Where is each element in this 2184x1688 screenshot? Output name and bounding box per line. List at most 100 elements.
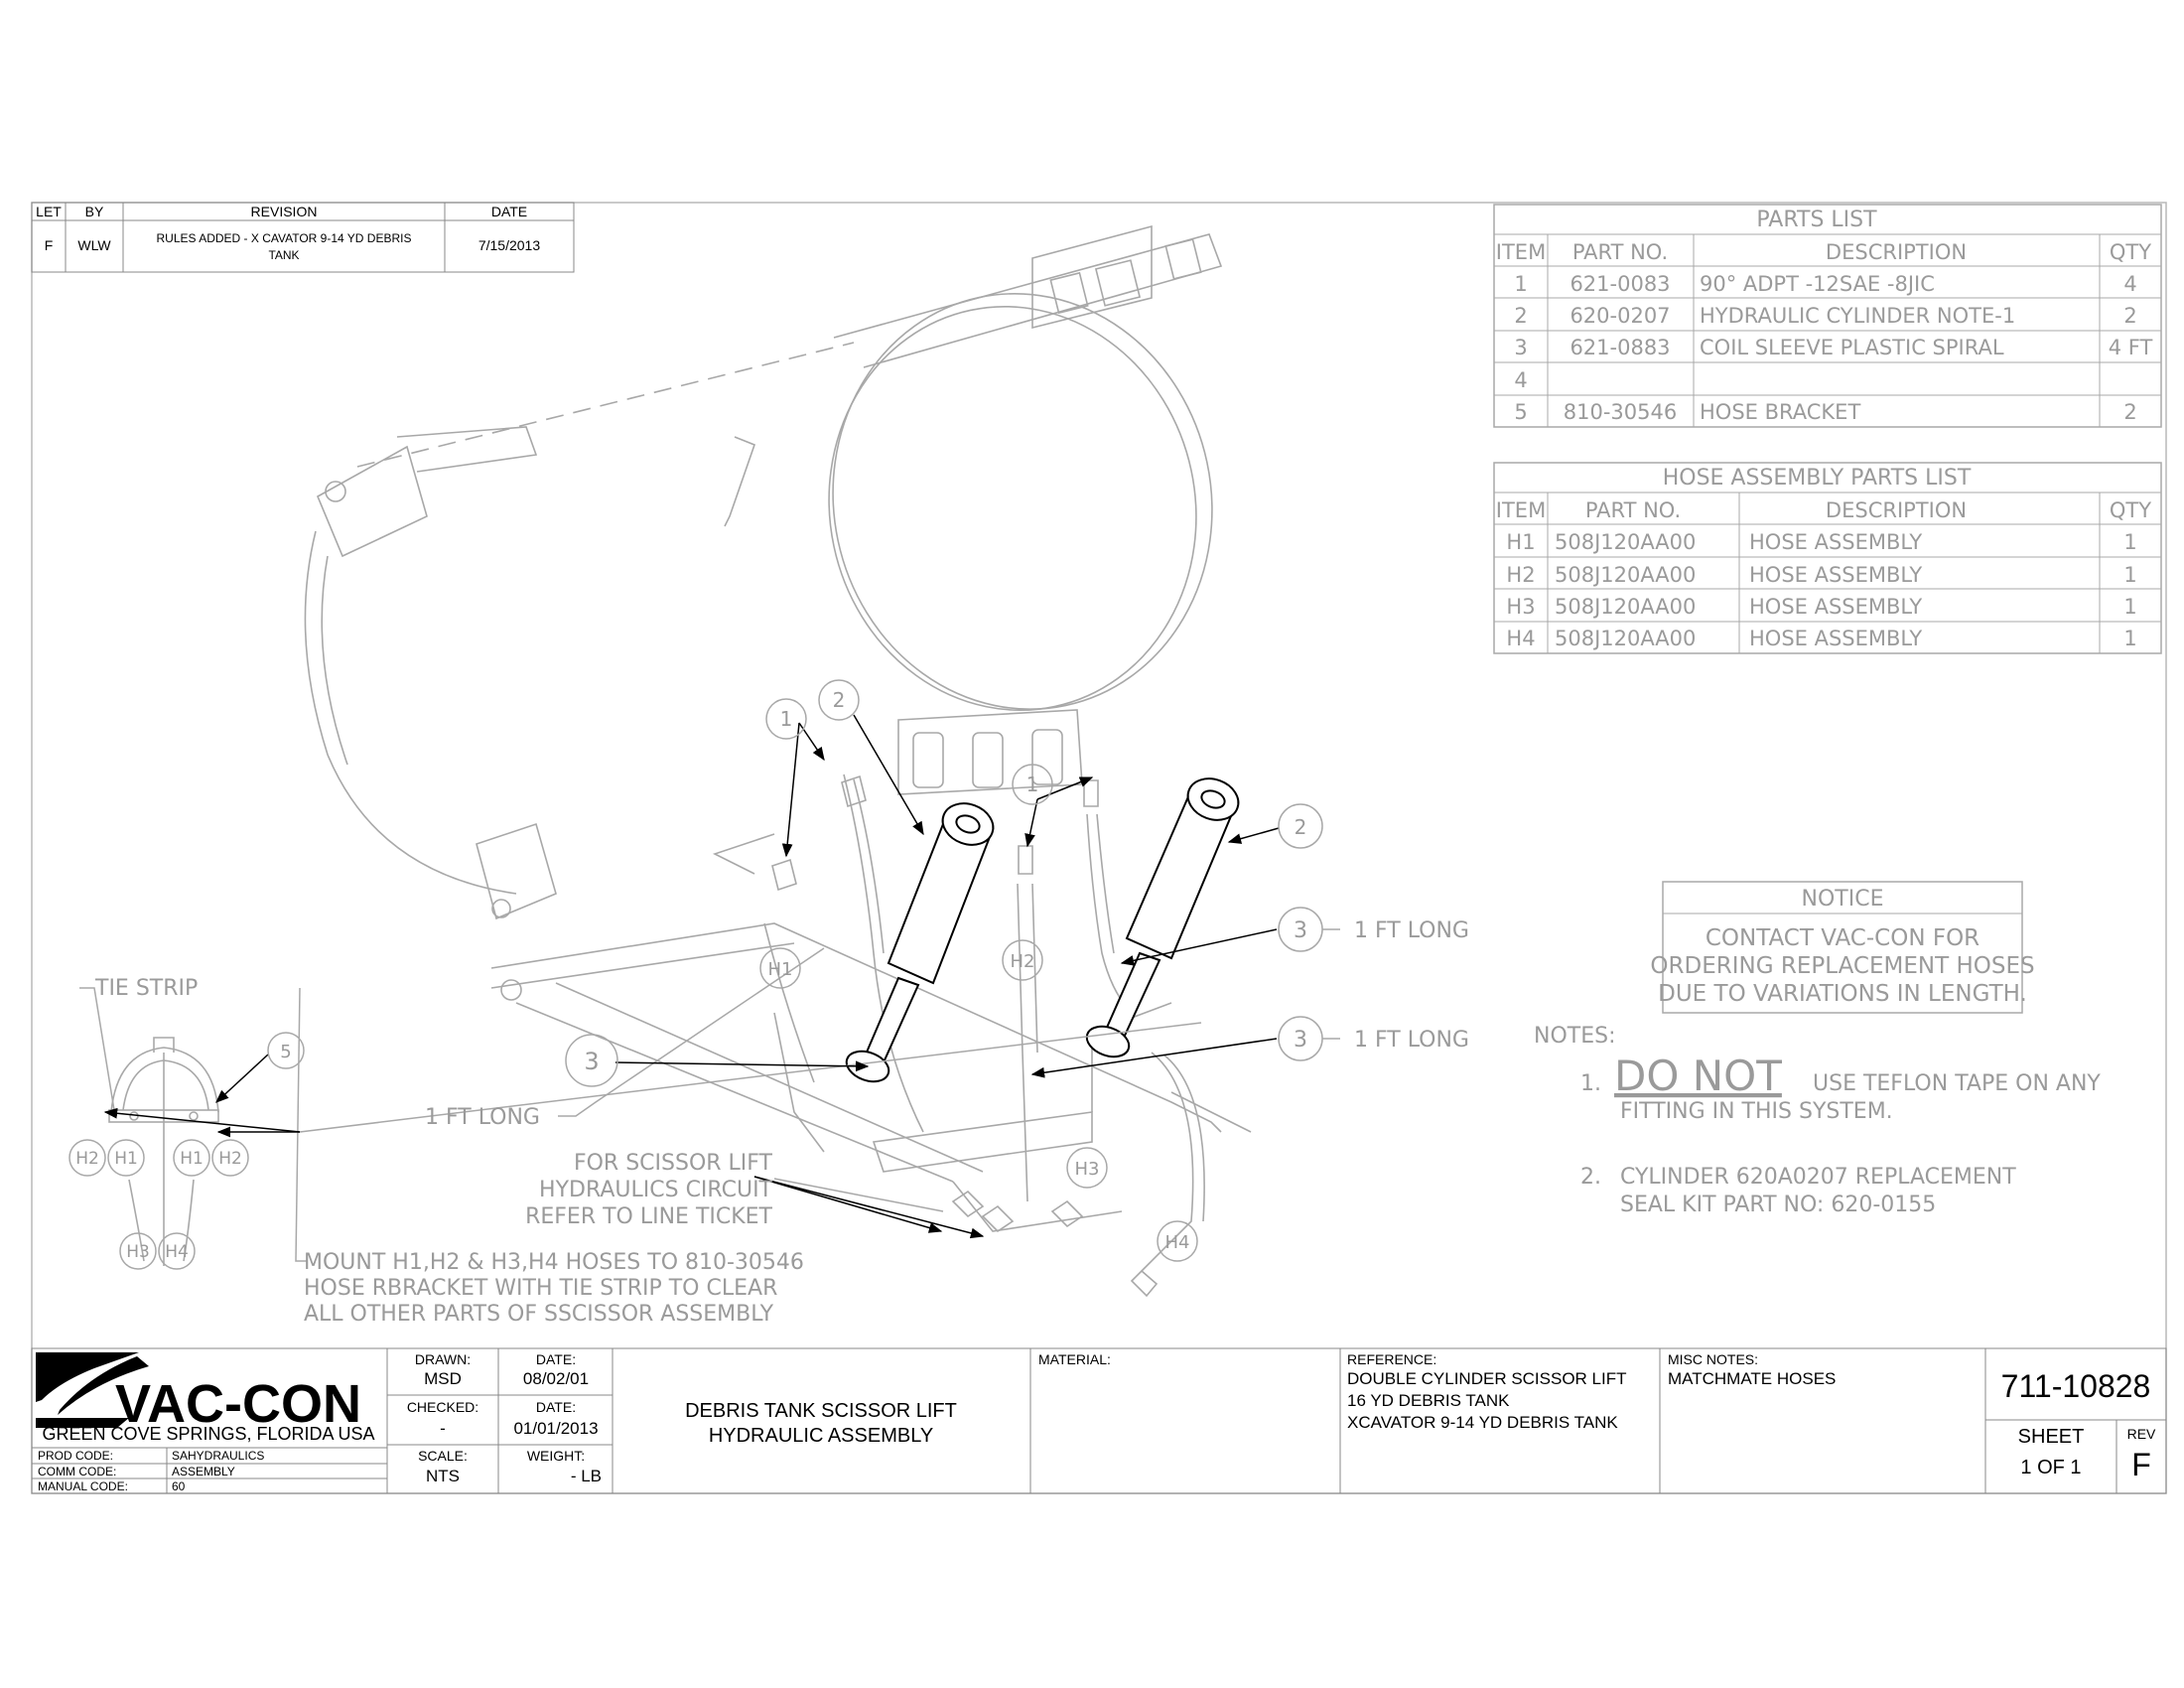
drawn-value: MSD xyxy=(424,1369,462,1388)
detail-label-h1-right: H1 xyxy=(180,1149,204,1169)
notes-heading: NOTES: xyxy=(1534,1024,1616,1049)
hose-row4-partno: 508J120AA00 xyxy=(1555,627,1696,650)
notes-block: NOTES: 1. DO NOT USE TEFLON TAPE ON ANY … xyxy=(1534,1024,2101,1217)
rev-let: F xyxy=(45,237,54,253)
callout-texts: 1 FT LONG 1 FT LONG 1 FT LONG TIE STRIP … xyxy=(94,918,1469,1327)
hose-row4-item: H4 xyxy=(1506,627,1535,650)
parts-row1-qty: 4 xyxy=(2123,272,2136,296)
parts-row2-partno: 620-0207 xyxy=(1570,304,1670,328)
callout-1ft-long-lower: 1 FT LONG xyxy=(1354,1028,1469,1053)
rev-header-revision: REVISION xyxy=(251,204,318,219)
detail-label-h4: H4 xyxy=(165,1242,189,1262)
hose-row2-desc: HOSE ASSEMBLY xyxy=(1749,563,1922,587)
sheet-label: SHEET xyxy=(2018,1426,2085,1448)
balloon-detail-h2-left xyxy=(68,1139,106,1177)
title-block: VAC-CON GREEN COVE SPRINGS, FLORIDA USA … xyxy=(31,1347,2167,1494)
balloon-h3 xyxy=(1066,1147,1108,1189)
scale-value: NTS xyxy=(426,1467,460,1485)
hose-row3-item: H3 xyxy=(1506,595,1535,619)
callout-mount-line1: MOUNT H1,H2 & H3,H4 HOSES TO 810-30546 xyxy=(304,1250,804,1275)
parts-hdr-partno: PART NO. xyxy=(1572,240,1668,264)
callout-tie-strip: TIE STRIP xyxy=(94,976,198,1001)
hose-list-table: HOSE ASSEMBLY PARTS LIST ITEM PART NO. D… xyxy=(1493,462,2162,654)
misc-notes-label: MISC NOTES: xyxy=(1668,1351,1758,1367)
parts-row3-desc: COIL SLEEVE PLASTIC SPIRAL xyxy=(1700,336,2004,359)
hose-list-title: HOSE ASSEMBLY PARTS LIST xyxy=(1663,466,1972,491)
hose-row2-item: H2 xyxy=(1506,563,1535,587)
date1-label: DATE: xyxy=(536,1351,576,1367)
hose-hdr-partno: PART NO. xyxy=(1585,498,1681,522)
parts-hdr-qty: QTY xyxy=(2110,240,2151,264)
hose-row4-desc: HOSE ASSEMBLY xyxy=(1749,627,1922,650)
hose-row3-desc: HOSE ASSEMBLY xyxy=(1749,595,1922,619)
parts-row2-qty: 2 xyxy=(2123,304,2136,328)
hose-row1-item: H1 xyxy=(1506,530,1535,554)
checked-label: CHECKED: xyxy=(407,1399,478,1415)
note2-line2: SEAL KIT PART NO: 620-0155 xyxy=(1620,1193,1936,1217)
drawing-title-line2: HYDRAULIC ASSEMBLY xyxy=(709,1425,933,1447)
hose-row1-partno: 508J120AA00 xyxy=(1555,530,1696,554)
hose-row3-partno: 508J120AA00 xyxy=(1555,595,1696,619)
revision-block: LET BY REVISION DATE F WLW RULES ADDED -… xyxy=(31,202,575,273)
callout-mount-line3: ALL OTHER PARTS OF SSCISSOR ASSEMBLY xyxy=(304,1302,774,1327)
parts-row5-partno: 810-30546 xyxy=(1564,400,1677,424)
hose-row4-qty: 1 xyxy=(2123,627,2136,650)
balloon-item-3-left xyxy=(565,1034,618,1087)
drawing-title-line1: DEBRIS TANK SCISSOR LIFT xyxy=(685,1400,957,1422)
note1-emphasis: DO NOT xyxy=(1614,1052,1782,1100)
drawn-label: DRAWN: xyxy=(415,1351,471,1367)
balloon-labels: 1 2 1 2 3 3 3 5 H1 H2 H3 H4 H2 H1 H1 H2 … xyxy=(75,688,1307,1262)
rev-by: WLW xyxy=(77,237,111,253)
drawing-number: 711-10828 xyxy=(2001,1368,2151,1404)
company-location: GREEN COVE SPRINGS, FLORIDA USA xyxy=(42,1424,374,1444)
comm-code-label: COMM CODE: xyxy=(38,1465,116,1478)
parts-row1-partno: 621-0083 xyxy=(1570,272,1670,296)
balloon-h4 xyxy=(1157,1220,1198,1262)
note1-line2: FITTING IN THIS SYSTEM. xyxy=(1620,1099,1893,1124)
detail-label-h3: H3 xyxy=(126,1242,150,1262)
hose-row1-desc: HOSE ASSEMBLY xyxy=(1749,530,1922,554)
balloon-item-3-lower xyxy=(1278,1016,1323,1061)
balloon-item-5 xyxy=(267,1032,305,1069)
rev-header-let: LET xyxy=(36,204,62,219)
parts-list-table: PARTS LIST ITEM PART NO. DESCRIPTION QTY… xyxy=(1493,204,2162,428)
parts-row2-item: 2 xyxy=(1514,304,1527,328)
parts-row3-item: 3 xyxy=(1514,336,1527,359)
parts-row5-item: 5 xyxy=(1514,400,1527,424)
detail-label-h1-left: H1 xyxy=(114,1149,138,1169)
balloon-label-h4: H4 xyxy=(1165,1232,1190,1253)
parts-row3-partno: 621-0883 xyxy=(1570,336,1670,359)
logo-text: VAC-CON xyxy=(115,1374,361,1434)
note1-text: USE TEFLON TAPE ON ANY xyxy=(1813,1071,2101,1096)
comm-code-value: ASSEMBLY xyxy=(172,1465,235,1478)
rev-desc-line2: TANK xyxy=(268,248,299,262)
hose-row1-qty: 1 xyxy=(2123,530,2136,554)
callout-1ft-long-left: 1 FT LONG xyxy=(425,1105,540,1130)
callout-scissor-line1: FOR SCISSOR LIFT xyxy=(574,1151,773,1176)
detail-label-h2-left: H2 xyxy=(75,1149,99,1169)
misc-notes-value: MATCHMATE HOSES xyxy=(1668,1369,1836,1388)
parts-list-title: PARTS LIST xyxy=(1756,208,1877,232)
parts-row4-item: 4 xyxy=(1514,368,1527,392)
balloon-label-2-left: 2 xyxy=(833,688,846,712)
scale-label: SCALE: xyxy=(418,1448,468,1464)
parts-row3-qty: 4 FT xyxy=(2109,336,2153,359)
balloon-detail-h2-right xyxy=(211,1139,249,1177)
balloon-detail-h1-left xyxy=(107,1139,145,1177)
vac-con-logo: VAC-CON xyxy=(36,1352,361,1434)
reference-label: REFERENCE: xyxy=(1347,1351,1436,1367)
checked-value: - xyxy=(440,1419,446,1438)
balloon-detail-h3 xyxy=(119,1232,157,1270)
prod-code-value: SAHYDRAULICS xyxy=(172,1449,264,1463)
date2-label: DATE: xyxy=(536,1399,576,1415)
notice-box: NOTICE CONTACT VAC-CON FOR ORDERING REPL… xyxy=(1650,881,2035,1014)
balloon-item-1-left xyxy=(765,698,807,740)
callout-scissor-line3: REFER TO LINE TICKET xyxy=(525,1204,772,1229)
balloon-h1 xyxy=(759,947,801,989)
notice-line2: ORDERING REPLACEMENT HOSES xyxy=(1650,953,2034,979)
reference-line3: XCAVATOR 9-14 YD DEBRIS TANK xyxy=(1347,1413,1618,1432)
sheet-value: 1 OF 1 xyxy=(2020,1457,2081,1478)
hydraulic-cylinder-right xyxy=(1085,777,1240,1058)
balloon-label-h1: H1 xyxy=(768,959,793,980)
